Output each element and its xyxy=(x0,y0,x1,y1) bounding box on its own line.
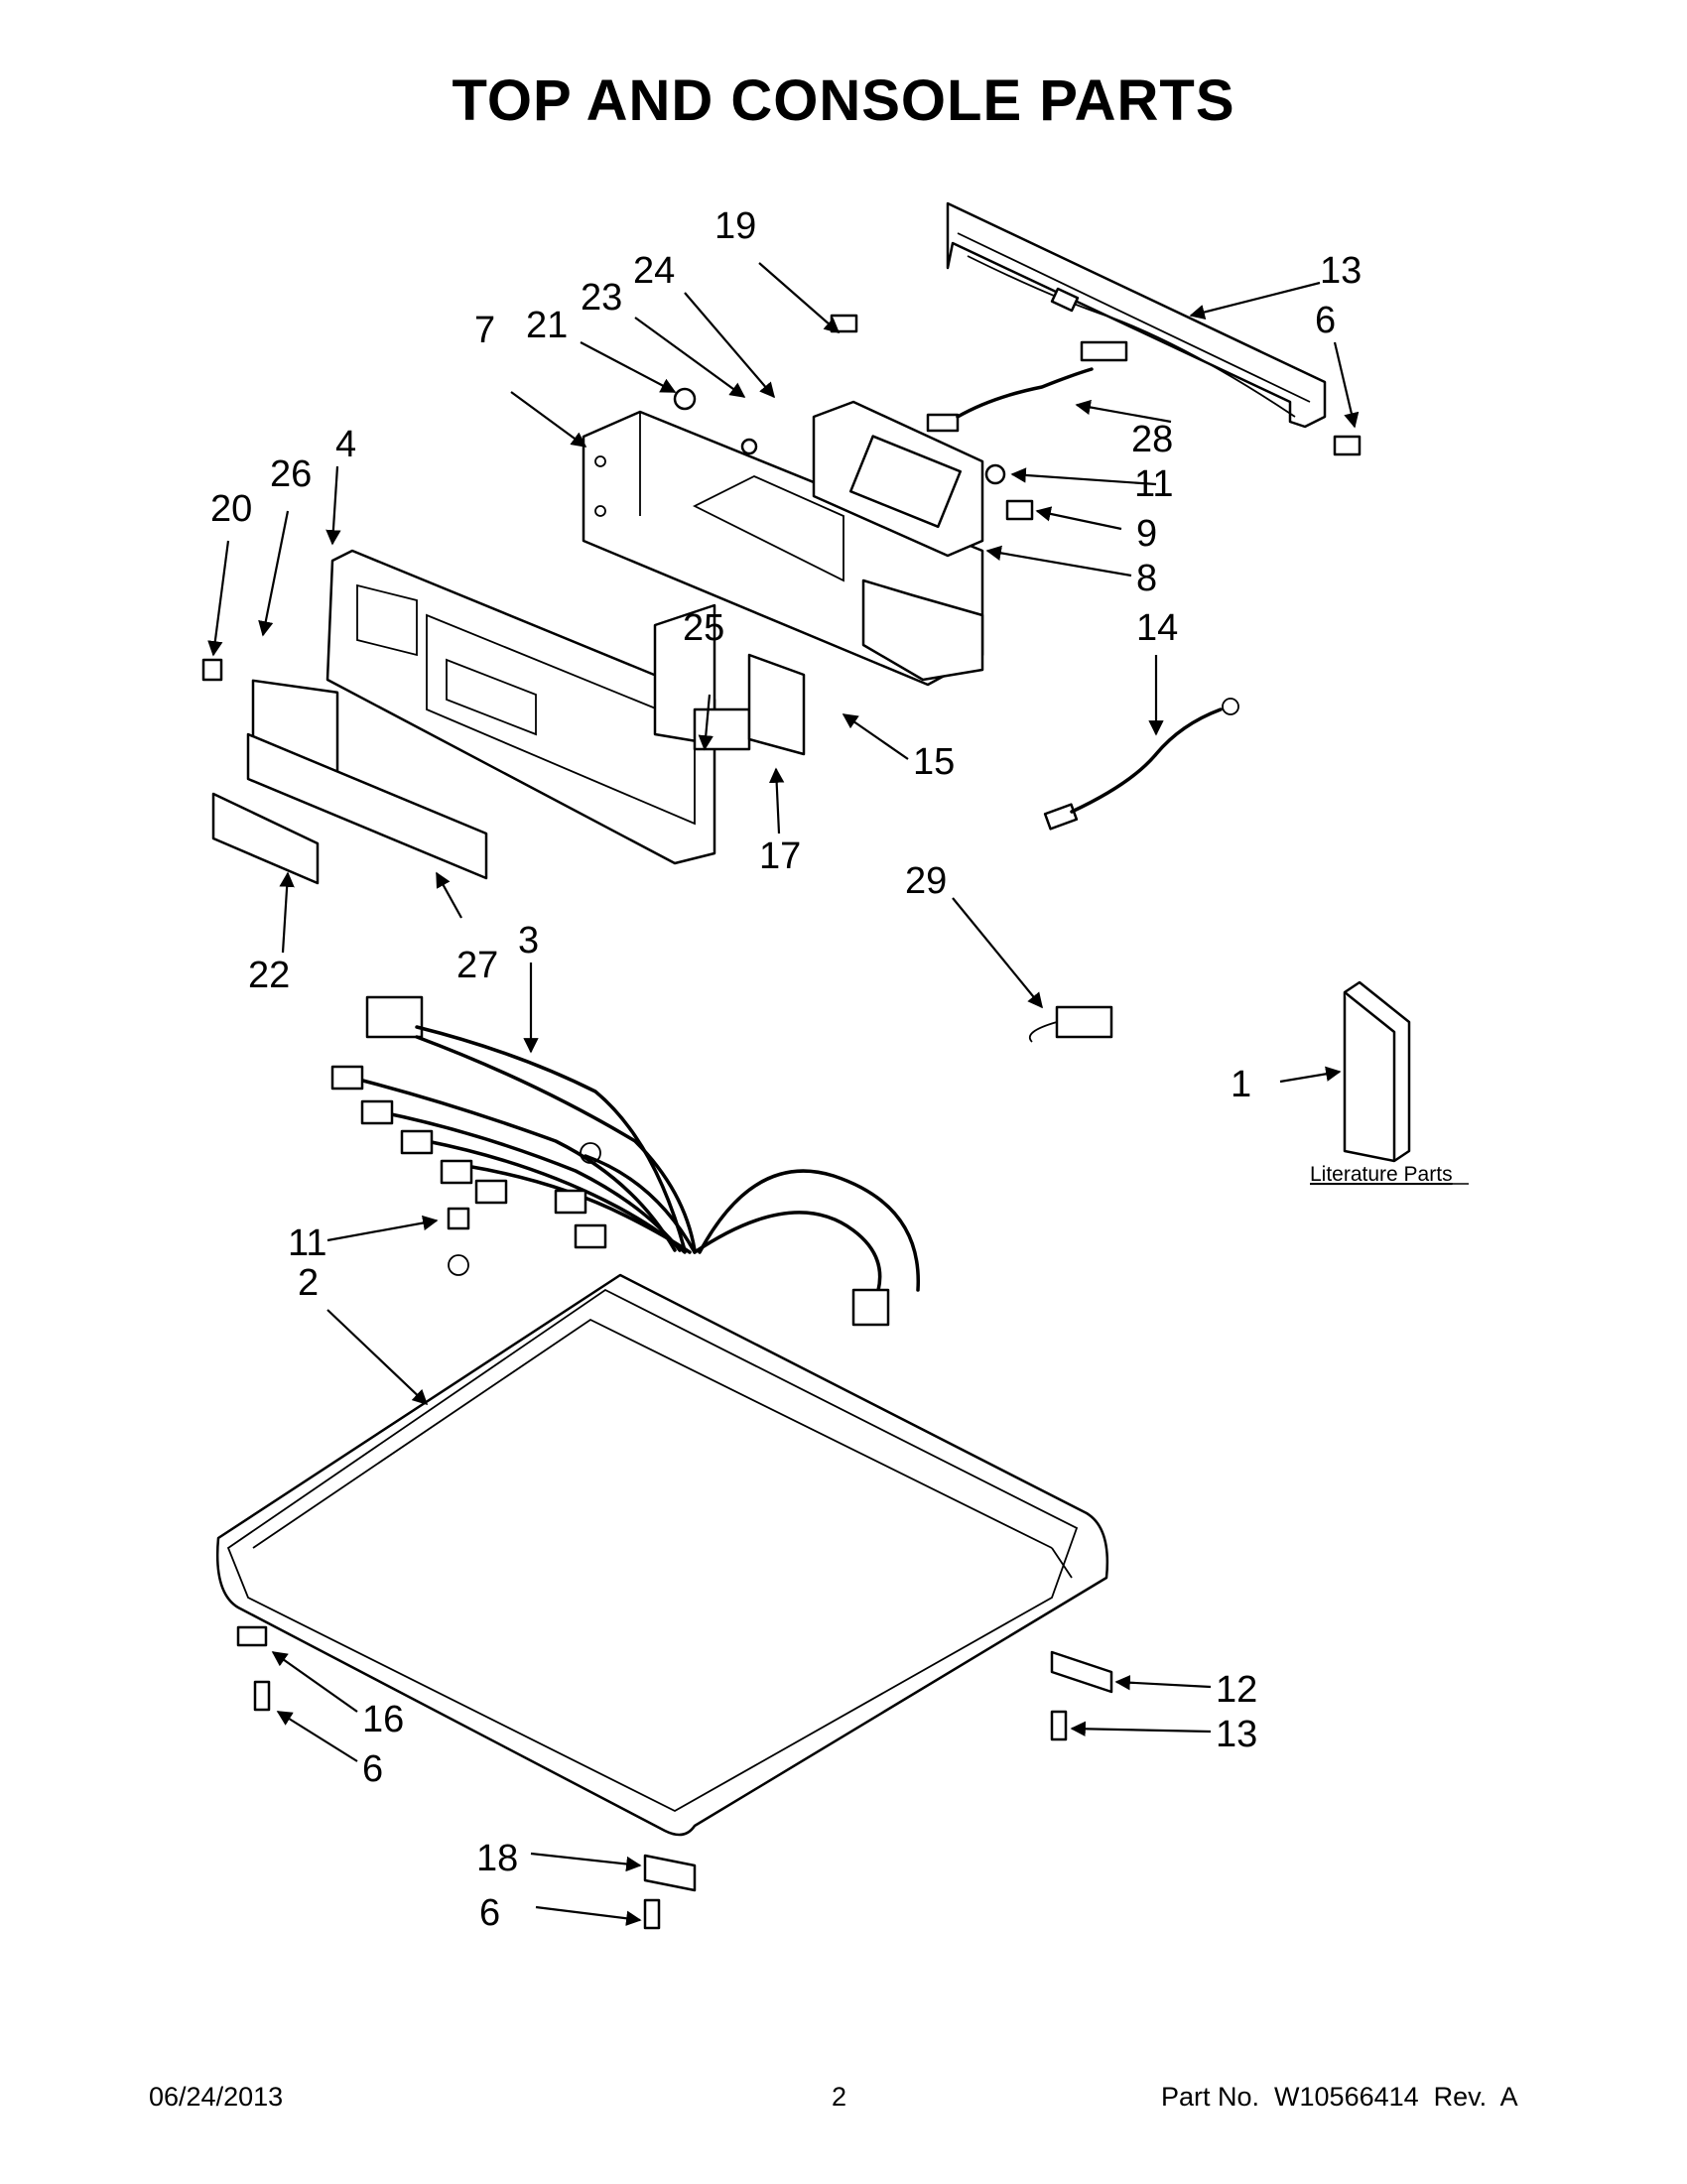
callout-22: 22 xyxy=(248,955,290,996)
callout-1: 1 xyxy=(1231,1064,1251,1105)
callout-13: 13 xyxy=(1216,1714,1257,1755)
callout-19: 19 xyxy=(714,205,756,247)
callout-3: 3 xyxy=(518,920,539,962)
callout-4: 4 xyxy=(335,424,356,465)
callout-27: 25 xyxy=(683,607,724,649)
part-4-console-panel xyxy=(325,549,716,865)
part-14-ground-wire xyxy=(1043,698,1239,831)
callout-labels: 13 6 28 11 9 8 14 15 17 25 19 24 23 21 7… xyxy=(210,205,1469,1934)
callout-11-lower: 11 xyxy=(288,1222,326,1264)
part-3-main-harness xyxy=(330,995,920,1327)
part-26-control-overlay xyxy=(246,732,488,880)
callout-28: 28 xyxy=(1131,419,1173,460)
leader-lines xyxy=(207,262,1360,1926)
callout-18: 18 xyxy=(476,1838,518,1879)
small-hardware xyxy=(201,314,1362,1930)
callout-5: 13 xyxy=(1320,250,1362,292)
callout-17: 17 xyxy=(759,835,801,877)
callout-9: 9 xyxy=(1136,513,1157,555)
callout-26: 27 xyxy=(456,945,498,986)
callout-15: 15 xyxy=(913,741,955,783)
callout-8: 8 xyxy=(1136,558,1157,599)
part-7-console-housing xyxy=(582,410,984,687)
callout-21: 21 xyxy=(526,305,568,346)
part-5-console-bracket xyxy=(946,201,1327,429)
footer-date: 06/24/2013 xyxy=(149,2082,284,2112)
callout-25: 26 xyxy=(270,453,312,495)
part-22-display-lens xyxy=(211,792,320,885)
part-28-harness xyxy=(926,340,1128,433)
callout-16: 16 xyxy=(362,1699,404,1740)
part-8-control-board xyxy=(812,400,984,558)
callout-29: 29 xyxy=(905,860,947,902)
callout-6-top: 6 xyxy=(1315,300,1336,341)
part-17-27-switch-assembly xyxy=(653,603,806,756)
page-title: TOP AND CONSOLE PARTS xyxy=(452,68,1235,133)
callout-24: 24 xyxy=(633,250,675,292)
callout-7: 7 xyxy=(474,310,495,351)
part-11-screw xyxy=(447,1207,470,1276)
callout-2: 2 xyxy=(298,1262,319,1304)
callout-6-left: 6 xyxy=(362,1748,383,1790)
part-2-top xyxy=(216,1273,1108,1837)
callout-14: 14 xyxy=(1136,607,1178,649)
callout-23: 23 xyxy=(581,277,622,319)
callout-11-top: 11 xyxy=(1134,463,1173,505)
footer-page-number: 2 xyxy=(832,2082,847,2112)
literature-parts-label: Literature Parts xyxy=(1310,1163,1453,1186)
callout-6-bottom: 6 xyxy=(479,1892,500,1934)
part-1-literature xyxy=(1343,980,1411,1163)
callout-12: 12 xyxy=(1216,1669,1257,1711)
part-29-connector xyxy=(1028,1005,1113,1043)
footer-part-number: Part No. W10566414 Rev. A xyxy=(1161,2082,1518,2112)
callout-20: 20 xyxy=(210,488,252,530)
